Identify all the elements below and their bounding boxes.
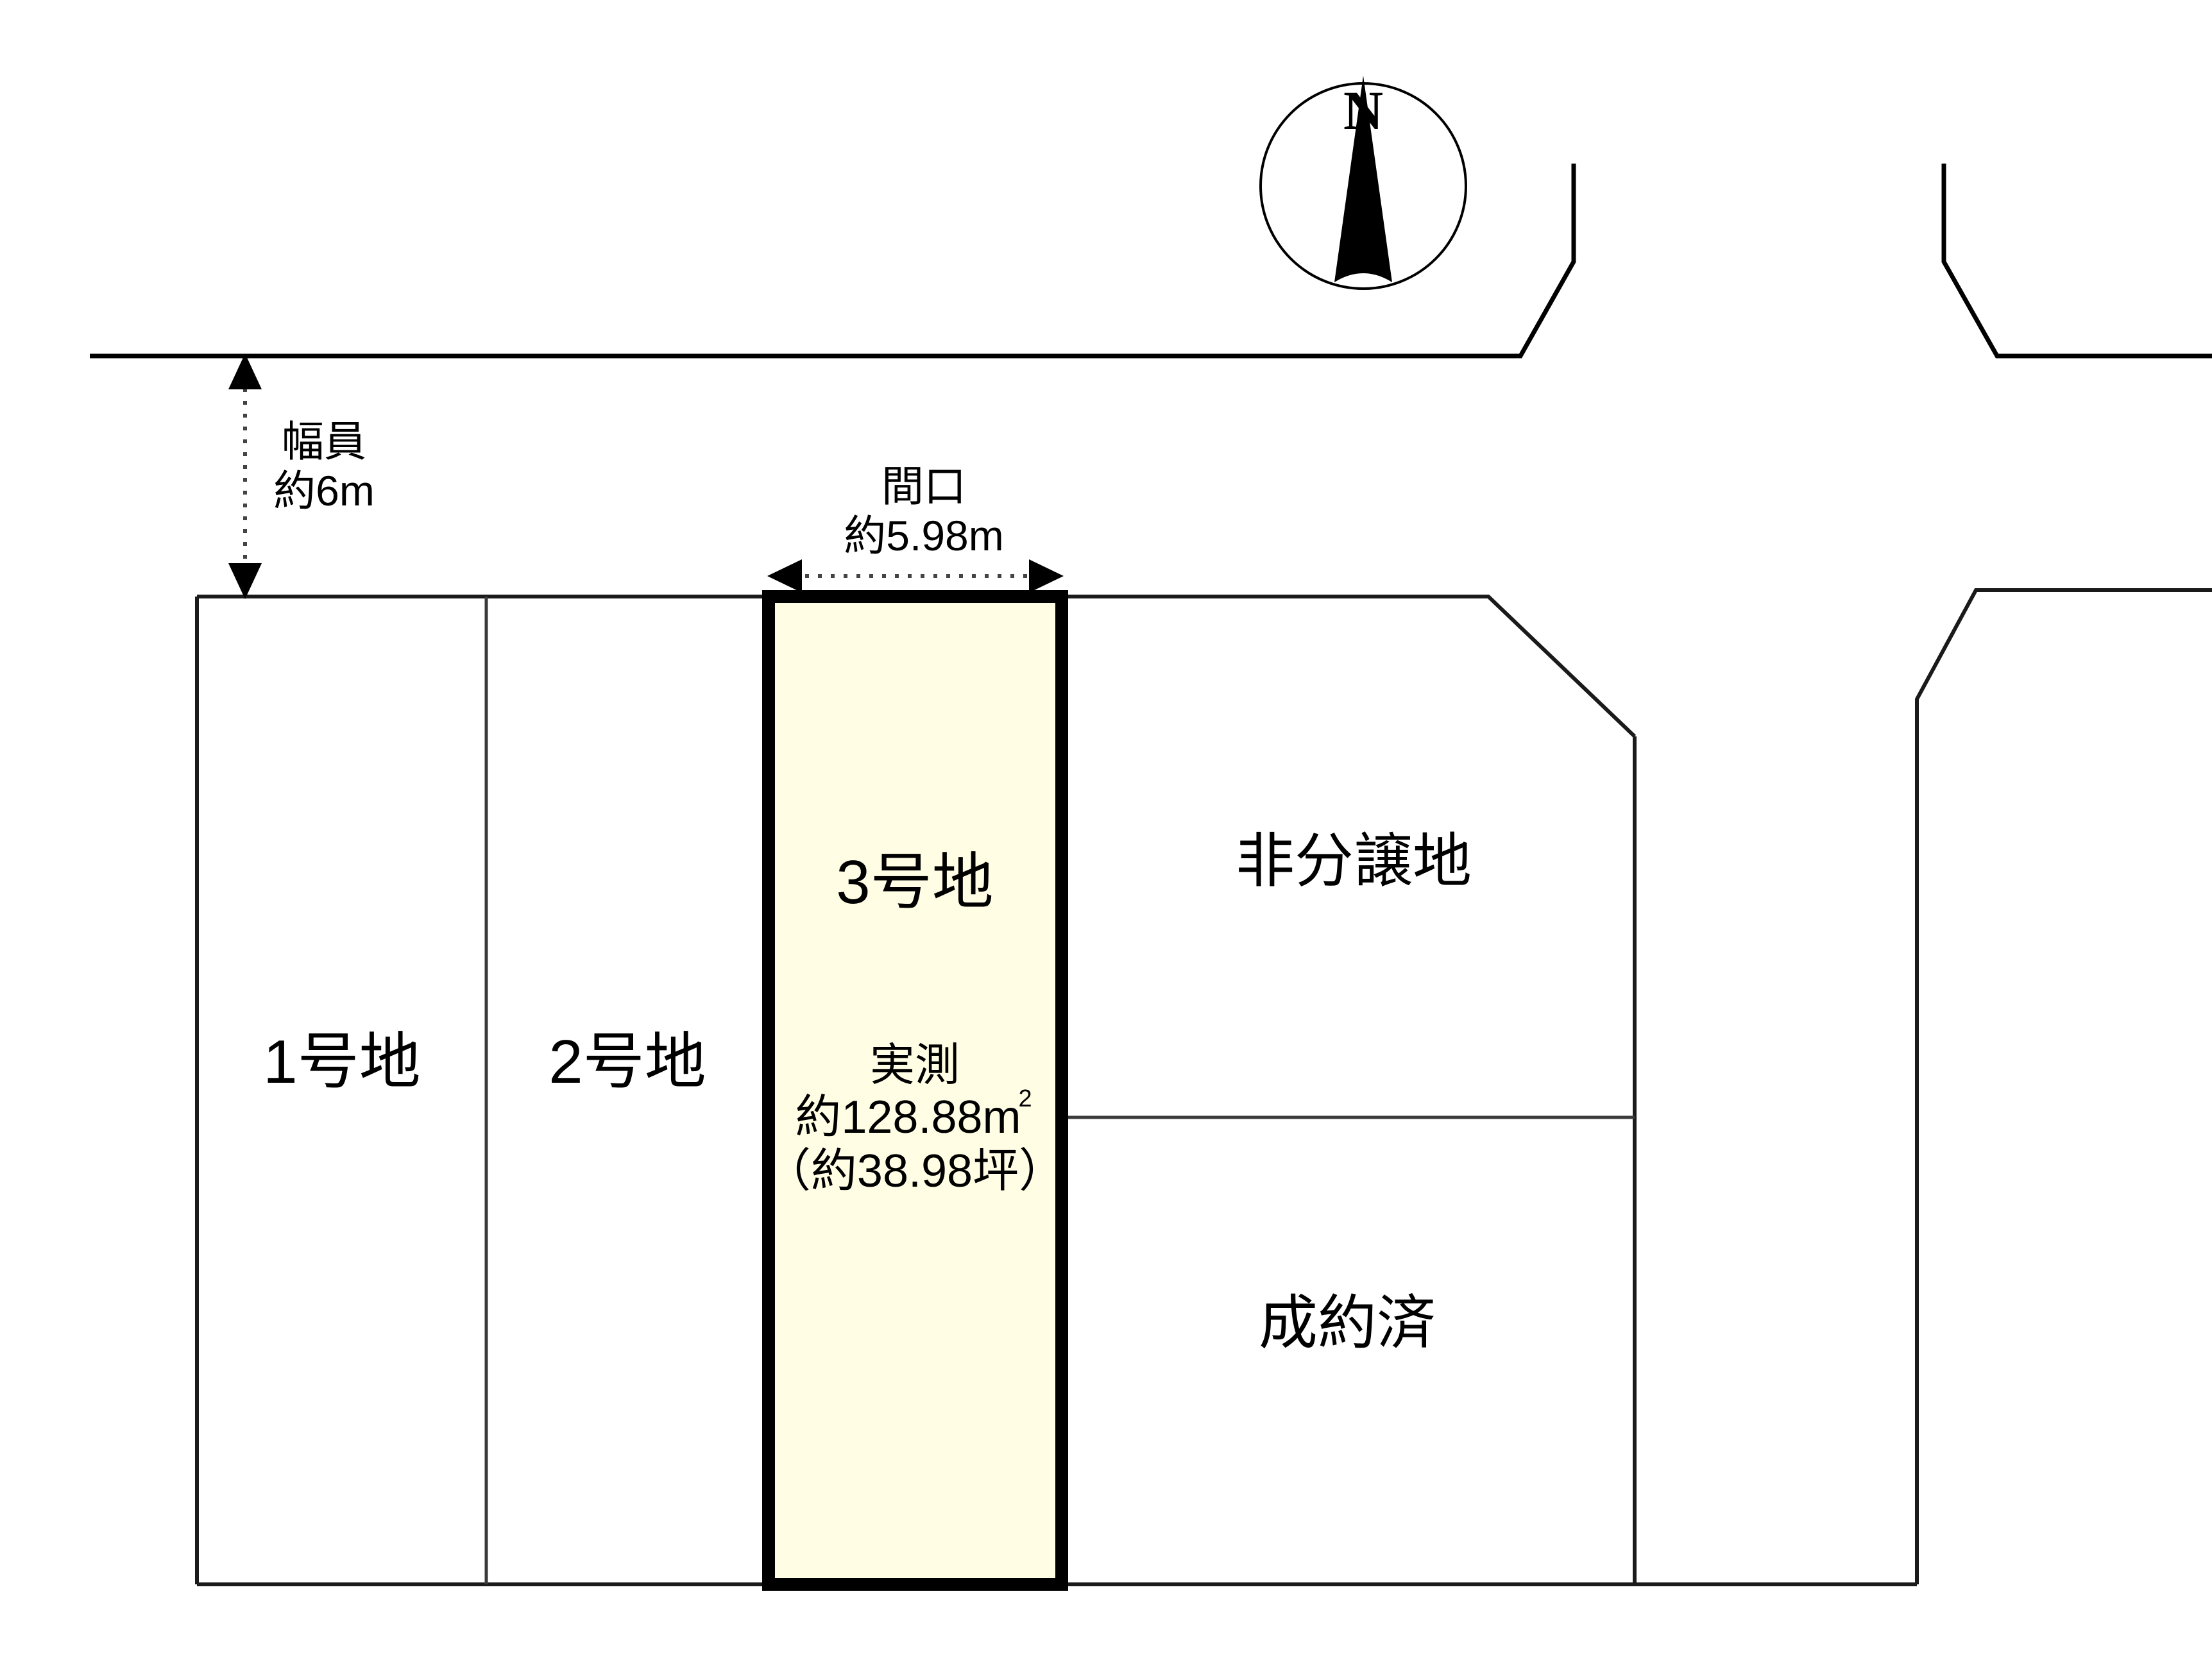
dimension-frontage-line2: 約5.98m <box>844 511 1004 559</box>
road-edge-north-left <box>90 164 1576 359</box>
dimension-arrowhead-right <box>1029 559 1064 593</box>
dimension-road-width-line2: 約6m <box>273 466 375 514</box>
compass-north-label: N <box>1343 80 1384 141</box>
plot-3-area-block: 実測 約128.88m2 （約38.98坪） <box>765 1039 1065 1198</box>
dimension-label-road-width: 幅員 約6m <box>273 417 375 515</box>
plot-3-area-caption: 実測 <box>870 1040 960 1090</box>
dimension-frontage-line1: 間口 <box>881 462 966 510</box>
north-arrow-icon <box>1334 76 1392 282</box>
plot-label-1[interactable]: 1号地 <box>263 1028 421 1096</box>
dimension-label-frontage: 間口 約5.98m <box>844 462 1003 560</box>
dimension-arrowhead-up <box>228 353 262 389</box>
plot-3-area-sqm-value: 約128.88 <box>795 1092 983 1144</box>
road-edge-east <box>1915 588 2212 1584</box>
plot-3-area-tsubo: （約38.98坪） <box>764 1145 1066 1197</box>
plot-3-area-sqm-unit: m <box>982 1092 1021 1144</box>
plot-3-area-sqm-superscript: 2 <box>1018 1085 1032 1113</box>
parcel-block-top-edge <box>197 595 1637 738</box>
dimension-arrowhead-left <box>767 559 802 593</box>
dimension-arrowhead-down <box>228 563 262 599</box>
road-edge-north-right <box>1941 164 2212 359</box>
plot-3-area-sqm: 約128.88m2 <box>765 1087 1065 1145</box>
plot-label-3[interactable]: 3号地 <box>836 848 994 917</box>
plot-3-highlight-rect[interactable] <box>762 590 1068 1591</box>
dimension-road-width-line1: 幅員 <box>282 418 366 465</box>
status-label-contracted: 成約済 <box>1258 1291 1436 1356</box>
status-label-non-sale-land: 非分譲地 <box>1235 829 1472 894</box>
plot-label-2[interactable]: 2号地 <box>549 1028 706 1096</box>
